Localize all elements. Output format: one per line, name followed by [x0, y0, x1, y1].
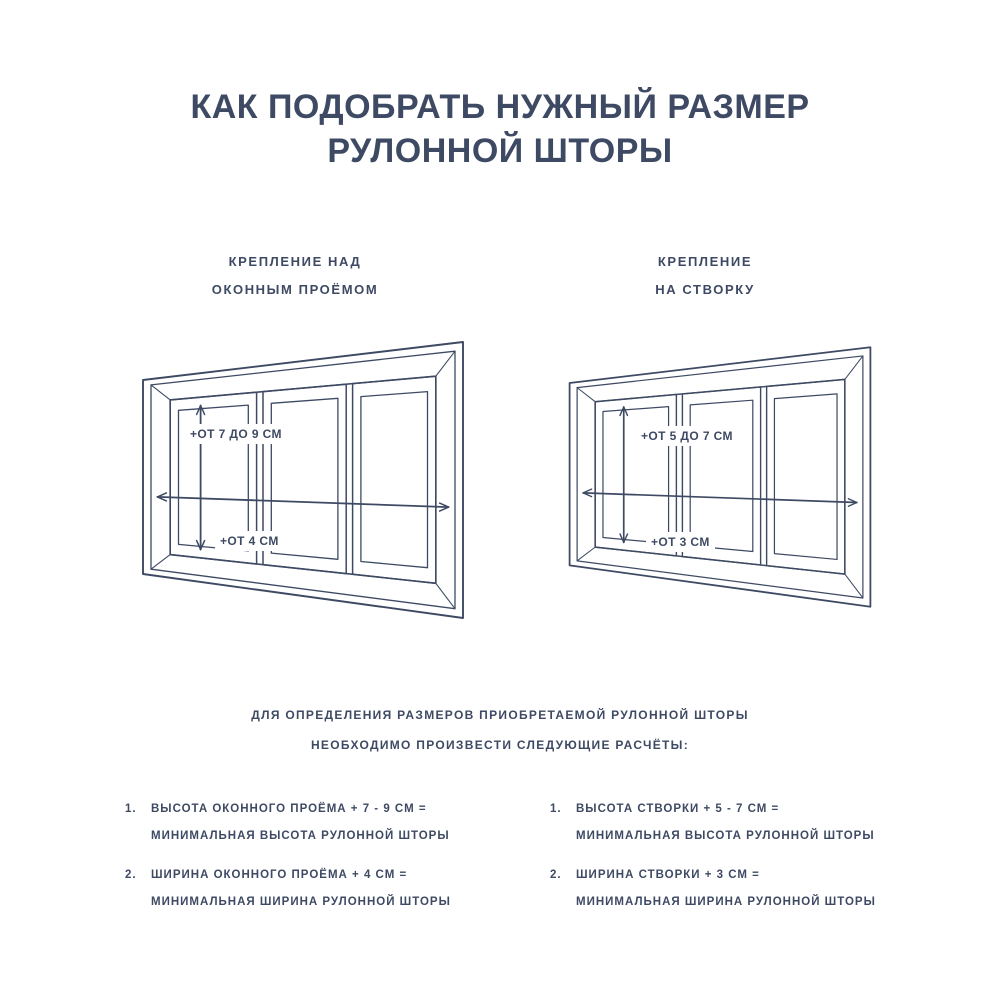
window-drawing-right	[568, 346, 872, 608]
page-title: КАК ПОДОБРАТЬ НУЖНЫЙ РАЗМЕР РУЛОННОЙ ШТО…	[0, 86, 1000, 173]
heading-mount-on-sash: КРЕПЛЕНИЕ НА СТВОРКУ	[555, 248, 855, 304]
calc-number: 1.	[550, 803, 562, 815]
calculations-above-opening: 1. ВЫСОТА ОКОННОГО ПРОЁМА + 7 - 9 СМ = М…	[125, 796, 525, 928]
page-title-line-1: КАК ПОДОБРАТЬ НУЖНЫЙ РАЗМЕР	[190, 88, 810, 126]
calc-item-width-sash: 2. ШИРИНА СТВОРКИ + 3 СМ = МИНИМАЛЬНАЯ Ш…	[550, 862, 950, 916]
calculations-on-sash: 1. ВЫСОТА СТВОРКИ + 5 - 7 СМ = МИНИМАЛЬН…	[550, 796, 950, 928]
heading-mount-above-opening: КРЕПЛЕНИЕ НАД ОКОННЫМ ПРОЁМОМ	[145, 248, 445, 304]
page-title-line-2: РУЛОННОЙ ШТОРЫ	[327, 131, 673, 170]
window-drawing-left	[142, 341, 464, 619]
width-allowance-label-left: +ОТ 4 СМ	[215, 531, 284, 551]
calc-text: ВЫСОТА ОКОННОГО ПРОЁМА + 7 - 9 СМ = МИНИ…	[151, 796, 525, 850]
calc-number: 2.	[125, 869, 137, 882]
calc-text: ШИРИНА ОКОННОГО ПРОЁМА + 4 СМ = МИНИМАЛЬ…	[151, 862, 525, 916]
calc-line-1: ВЫСОТА СТВОРКИ + 5 - 7 СМ =	[576, 803, 780, 815]
calc-line-2: МИНИМАЛЬНАЯ ШИРИНА РУЛОННОЙ ШТОРЫ	[151, 896, 451, 909]
calc-number: 1.	[125, 803, 137, 815]
calc-line-2: МИНИМАЛЬНАЯ ВЫСОТА РУЛОННОЙ ШТОРЫ	[576, 830, 875, 843]
calc-line-1: ВЫСОТА ОКОННОГО ПРОЁМА + 7 - 9 СМ =	[151, 803, 427, 815]
calc-item-width-opening: 2. ШИРИНА ОКОННОГО ПРОЁМА + 4 СМ = МИНИМ…	[125, 862, 525, 916]
calc-item-height-sash: 1. ВЫСОТА СТВОРКИ + 5 - 7 СМ = МИНИМАЛЬН…	[550, 796, 950, 850]
heading-right-line-2: НА СТВОРКУ	[655, 281, 755, 297]
heading-left-line-1: КРЕПЛЕНИЕ НАД	[228, 254, 362, 269]
calc-line-2: МИНИМАЛЬНАЯ ШИРИНА РУЛОННОЙ ШТОРЫ	[576, 896, 876, 909]
width-allowance-label-right: +ОТ 3 СМ	[646, 532, 715, 552]
window-diagram-on-sash: +ОТ 5 ДО 7 СМ +ОТ 3 СМ	[560, 336, 880, 618]
calc-item-height-opening: 1. ВЫСОТА ОКОННОГО ПРОЁМА + 7 - 9 СМ = М…	[125, 796, 525, 850]
instructions-line-2: НЕОБХОДИМО ПРОИЗВЕСТИ СЛЕДУЮЩИЕ РАСЧЁТЫ:	[310, 738, 690, 752]
heading-right-line-1: КРЕПЛЕНИЕ	[657, 254, 753, 269]
calc-text: ШИРИНА СТВОРКИ + 3 СМ = МИНИМАЛЬНАЯ ШИРИ…	[576, 862, 950, 916]
calc-number: 2.	[550, 869, 562, 882]
instructions-line-1: ДЛЯ ОПРЕДЕЛЕНИЯ РАЗМЕРОВ ПРИОБРЕТАЕМОЙ Р…	[251, 708, 749, 722]
window-diagram-above-opening: +ОТ 7 ДО 9 СМ +ОТ 4 СМ	[133, 330, 473, 630]
calc-text: ВЫСОТА СТВОРКИ + 5 - 7 СМ = МИНИМАЛЬНАЯ …	[576, 796, 950, 850]
height-allowance-label-left: +ОТ 7 ДО 9 СМ	[185, 424, 287, 444]
calc-line-1: ШИРИНА ОКОННОГО ПРОЁМА + 4 СМ =	[151, 869, 408, 882]
instructions-text: ДЛЯ ОПРЕДЕЛЕНИЯ РАЗМЕРОВ ПРИОБРЕТАЕМОЙ Р…	[0, 700, 1000, 760]
calc-line-2: МИНИМАЛЬНАЯ ВЫСОТА РУЛОННОЙ ШТОРЫ	[151, 830, 450, 843]
height-allowance-label-right: +ОТ 5 ДО 7 СМ	[636, 426, 738, 446]
heading-left-line-2: ОКОННЫМ ПРОЁМОМ	[211, 281, 379, 297]
calc-line-1: ШИРИНА СТВОРКИ + 3 СМ =	[576, 869, 760, 882]
